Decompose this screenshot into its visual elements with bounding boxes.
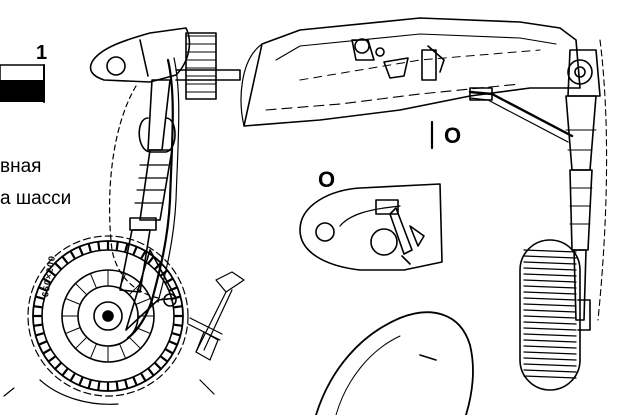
tire-tread	[33, 323, 43, 327]
tire-tread	[78, 246, 84, 256]
side-tire-tread	[523, 273, 577, 277]
side-tire-tread	[523, 267, 577, 271]
tire-tread	[173, 305, 183, 309]
side-tire-tread	[523, 333, 577, 337]
side-tire-tread	[523, 375, 577, 379]
small-linkage-sketch	[187, 271, 245, 361]
tire-tread	[154, 362, 162, 370]
side-tire-tread	[523, 369, 577, 373]
side-tire-tread	[523, 351, 577, 355]
tire-tread	[124, 379, 129, 389]
tire-tread	[154, 262, 162, 270]
side-tire-tread	[523, 255, 577, 259]
tire-tread	[147, 368, 155, 376]
caption-line-1: вная	[0, 156, 42, 177]
tire-tread	[54, 362, 62, 370]
tire-tread	[48, 269, 56, 277]
wheel-spoke	[90, 273, 97, 288]
tire-tread	[168, 340, 178, 346]
fuselage-outline	[315, 311, 474, 416]
tire-tread	[61, 368, 69, 376]
tire-tread	[132, 246, 138, 256]
wheel-spoke	[136, 327, 151, 334]
tire-tread	[160, 269, 168, 277]
side-tire-tread	[523, 315, 577, 319]
tire-tread	[42, 348, 52, 355]
section-label-left: О	[318, 167, 336, 192]
side-tire-tread	[523, 363, 577, 367]
tire-tread	[115, 241, 119, 251]
wheel-spoke	[90, 344, 97, 359]
tire-tread	[69, 250, 76, 260]
wheel-spoke	[129, 283, 141, 295]
tire-tread	[124, 243, 129, 253]
scale-bar	[0, 64, 45, 103]
tire-tread	[87, 379, 92, 389]
side-tire-tread	[523, 297, 577, 301]
wheel-spoke	[65, 298, 80, 305]
tire-tread	[48, 355, 56, 363]
side-tire-tread	[523, 345, 577, 349]
tire-tread	[97, 381, 101, 391]
side-tire-tread	[523, 303, 577, 307]
side-tire-tread	[523, 321, 577, 325]
tire-tread	[132, 376, 138, 386]
tire-tread	[168, 286, 178, 292]
wheel-spoke	[119, 273, 126, 288]
side-tire-tread	[523, 285, 577, 289]
tire-tread	[69, 372, 76, 382]
tire-tread	[97, 241, 101, 251]
tire-tread	[171, 295, 181, 300]
tire-tread	[38, 340, 48, 346]
main-gear-left	[3, 27, 241, 405]
tire-tread	[61, 256, 69, 264]
side-tire-tread	[523, 261, 577, 265]
tire-tread	[164, 277, 174, 284]
tire-tread	[38, 286, 48, 292]
side-tire-tread	[523, 279, 577, 283]
wheel-spoke	[119, 344, 126, 359]
wheel-spoke	[75, 283, 87, 295]
side-tire-tread	[523, 291, 577, 295]
tire-tread	[35, 295, 45, 300]
tire-tread	[35, 332, 45, 337]
caption-line-2: а шасси	[0, 188, 72, 209]
tire-tread	[42, 277, 52, 284]
wheel-spoke	[65, 327, 80, 334]
tire-tread	[140, 250, 147, 260]
section-view	[299, 183, 443, 271]
side-tire-tread	[523, 249, 577, 253]
main-gear-right	[240, 17, 608, 391]
side-tire-tread	[523, 327, 577, 331]
figure-number: 1	[36, 42, 48, 64]
tire-tread	[140, 372, 147, 382]
side-tire-tread	[523, 339, 577, 343]
tire-tread	[164, 348, 174, 355]
tire-tread	[115, 381, 119, 391]
tire-tread	[147, 256, 155, 264]
wheel-spoke	[75, 337, 87, 349]
tire-tread	[78, 376, 84, 386]
tire-tread	[160, 355, 168, 363]
side-tire-tread	[523, 309, 577, 313]
side-tire-tread	[523, 357, 577, 361]
wheel-spoke	[129, 337, 141, 349]
tire-tread	[173, 323, 183, 327]
tire-tread	[54, 262, 62, 270]
tire-tread	[87, 243, 92, 253]
wheel-spoke	[136, 298, 151, 305]
section-label-right: О	[444, 123, 462, 148]
tire-tread	[171, 332, 181, 337]
tire-tread	[33, 305, 43, 309]
